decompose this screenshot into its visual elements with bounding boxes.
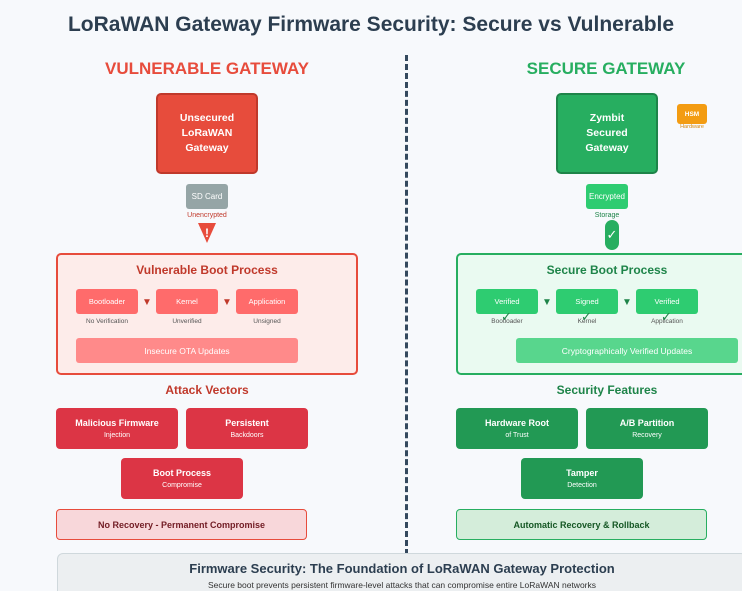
stage-kernel: Kernel	[156, 289, 218, 314]
sd-card-box: SD Card	[186, 184, 228, 209]
stage-bootloader: Bootloader	[76, 289, 138, 314]
page-title: LoRaWAN Gateway Firmware Security: Secur…	[67, 13, 675, 36]
feature-title: Tamper	[566, 468, 598, 478]
feature-hardware-root: Hardware Root of Trust	[456, 408, 578, 449]
feature-tamper-detection: Tamper Detection	[521, 458, 643, 499]
stage-kernel-note: Kernel	[577, 318, 597, 325]
stage-application-note: Unsigned	[253, 318, 281, 325]
feature-sub: Detection	[567, 482, 597, 489]
stage-signed-kernel: Signed	[556, 289, 618, 314]
secure-boot-title: Secure Boot Process	[546, 263, 668, 277]
center-divider	[405, 55, 408, 555]
footer-panel	[57, 553, 742, 591]
secure-heading: SECURE GATEWAY	[526, 59, 686, 78]
feature-sub: of Trust	[505, 432, 529, 439]
arrow-down-icon: ▼	[542, 297, 552, 308]
stage-verified-application: Verified	[636, 289, 698, 314]
stage-bootloader-note: No Verification	[86, 318, 128, 325]
vector-malicious-firmware: Malicious Firmware Injection	[56, 408, 178, 449]
check-icon: ✓	[661, 309, 672, 324]
vector-sub: Backdoors	[230, 432, 264, 439]
feature-ab-partition: A/B Partition Recovery	[586, 408, 708, 449]
hsm-chip: HSM	[677, 104, 707, 124]
vector-sub: Injection	[103, 432, 131, 439]
stage-verified-bootloader: Verified	[476, 289, 538, 314]
stage-application-note: Application	[651, 318, 683, 325]
feature-title: A/B Partition	[619, 418, 675, 428]
storage-note: Storage	[594, 212, 620, 219]
stage-application: Application	[236, 289, 298, 314]
security-features-title: Security Features	[556, 383, 658, 397]
verified-ota-bar: Cryptographically Verified Updates	[516, 338, 738, 363]
stage-kernel-note: Unverified	[172, 318, 202, 325]
vulnerable-boot-title: Vulnerable Boot Process	[136, 263, 278, 277]
vulnerable-status: No Recovery - Permanent Compromise	[56, 509, 307, 540]
footer-subtitle: Secure boot prevents persistent firmware…	[207, 580, 596, 590]
encrypted-storage-box: Encrypted	[586, 184, 628, 209]
sd-card-note: Unencrypted	[187, 212, 227, 219]
hsm-note: Hardware	[680, 124, 704, 130]
feature-sub: Recovery	[632, 432, 662, 439]
footer-title: Firmware Security: The Foundation of LoR…	[189, 561, 615, 576]
secure-status: Automatic Recovery & Rollback	[456, 509, 707, 540]
vector-persistent-backdoors: Persistent Backdoors	[186, 408, 308, 449]
arrow-down-icon: ▼	[142, 297, 152, 308]
vulnerable-heading: VULNERABLE GATEWAY	[104, 59, 310, 78]
warning-symbol: !	[205, 226, 209, 240]
vector-title: Persistent	[225, 418, 269, 428]
warning-icon: !	[198, 223, 216, 243]
shield-check-icon: ✓	[605, 220, 619, 250]
secure-gateway-box: Zymbit Secured Gateway	[556, 93, 658, 174]
unsecured-gateway-box: Unsecured LoRaWAN Gateway	[156, 93, 258, 174]
check-icon: ✓	[581, 309, 592, 324]
arrow-down-icon: ▼	[622, 297, 632, 308]
arrow-down-icon: ▼	[222, 297, 232, 308]
attack-vectors-title: Attack Vectors	[165, 383, 249, 397]
check-icon: ✓	[501, 309, 512, 324]
feature-title: Hardware Root	[484, 418, 549, 428]
vector-title: Malicious Firmware	[75, 418, 159, 428]
vector-title: Boot Process	[152, 468, 212, 478]
stage-bootloader-note: Bootloader	[491, 318, 523, 325]
check-icon: ✓	[606, 227, 618, 242]
vector-sub: Compromise	[162, 482, 202, 489]
vector-boot-compromise: Boot Process Compromise	[121, 458, 243, 499]
insecure-ota-bar: Insecure OTA Updates	[76, 338, 298, 363]
